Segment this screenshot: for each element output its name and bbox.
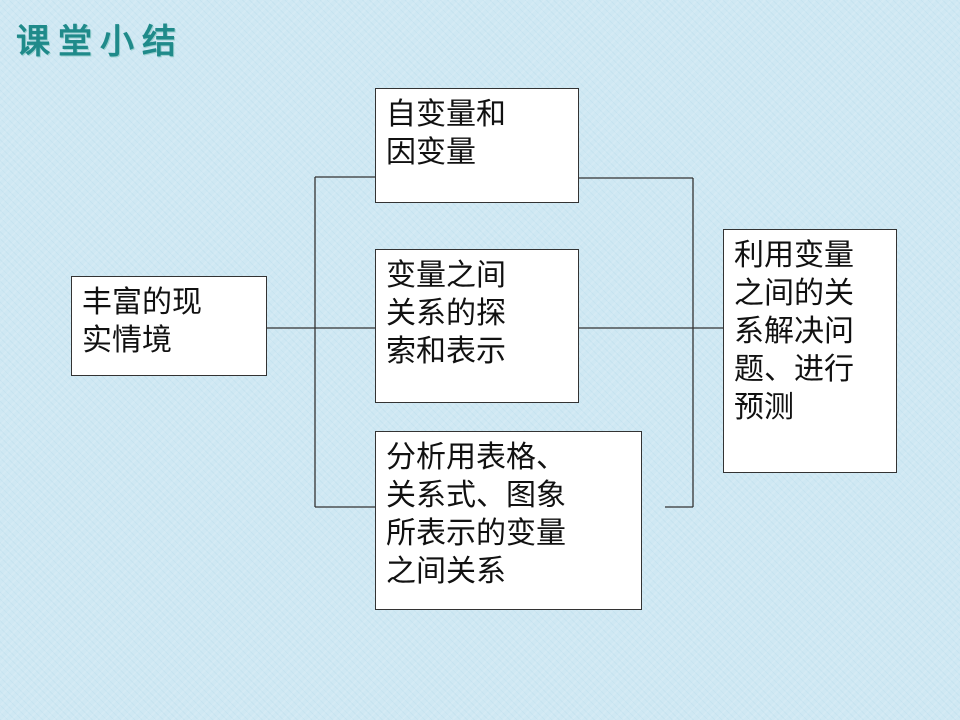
source-box: 丰富的现 实情境 — [71, 276, 267, 376]
target-box: 利用变量 之间的关 系解决问 题、进行 预测 — [723, 229, 897, 473]
box-text-line: 自变量和 — [386, 97, 506, 132]
box-text-line: 变量之间 — [386, 258, 506, 293]
branch-box-variables: 自变量和 因变量 — [375, 88, 579, 203]
box-text-line: 所表示的变量 — [386, 516, 566, 551]
box-text-line: 分析用表格、 — [386, 440, 566, 475]
branch-box-relationship: 变量之间 关系的探 索和表示 — [375, 249, 579, 403]
box-text-line: 之间的关 — [734, 276, 854, 311]
box-text-line: 关系式、图象 — [386, 478, 566, 513]
branch-box-analysis: 分析用表格、 关系式、图象 所表示的变量 之间关系 — [375, 431, 642, 610]
box-text-line: 利用变量 — [734, 238, 854, 273]
box-text-line: 实情境 — [82, 323, 172, 358]
box-text-line: 题、进行 — [734, 352, 854, 387]
box-text-line: 之间关系 — [386, 554, 506, 589]
slide-title: 课堂小结 — [16, 22, 184, 62]
box-text-line: 系解决问 — [734, 314, 854, 349]
box-text-line: 索和表示 — [386, 334, 506, 369]
box-text-line: 预测 — [734, 390, 794, 425]
box-text-line: 因变量 — [386, 135, 476, 170]
box-text-line: 丰富的现 — [82, 285, 202, 320]
box-text-line: 关系的探 — [386, 296, 506, 331]
